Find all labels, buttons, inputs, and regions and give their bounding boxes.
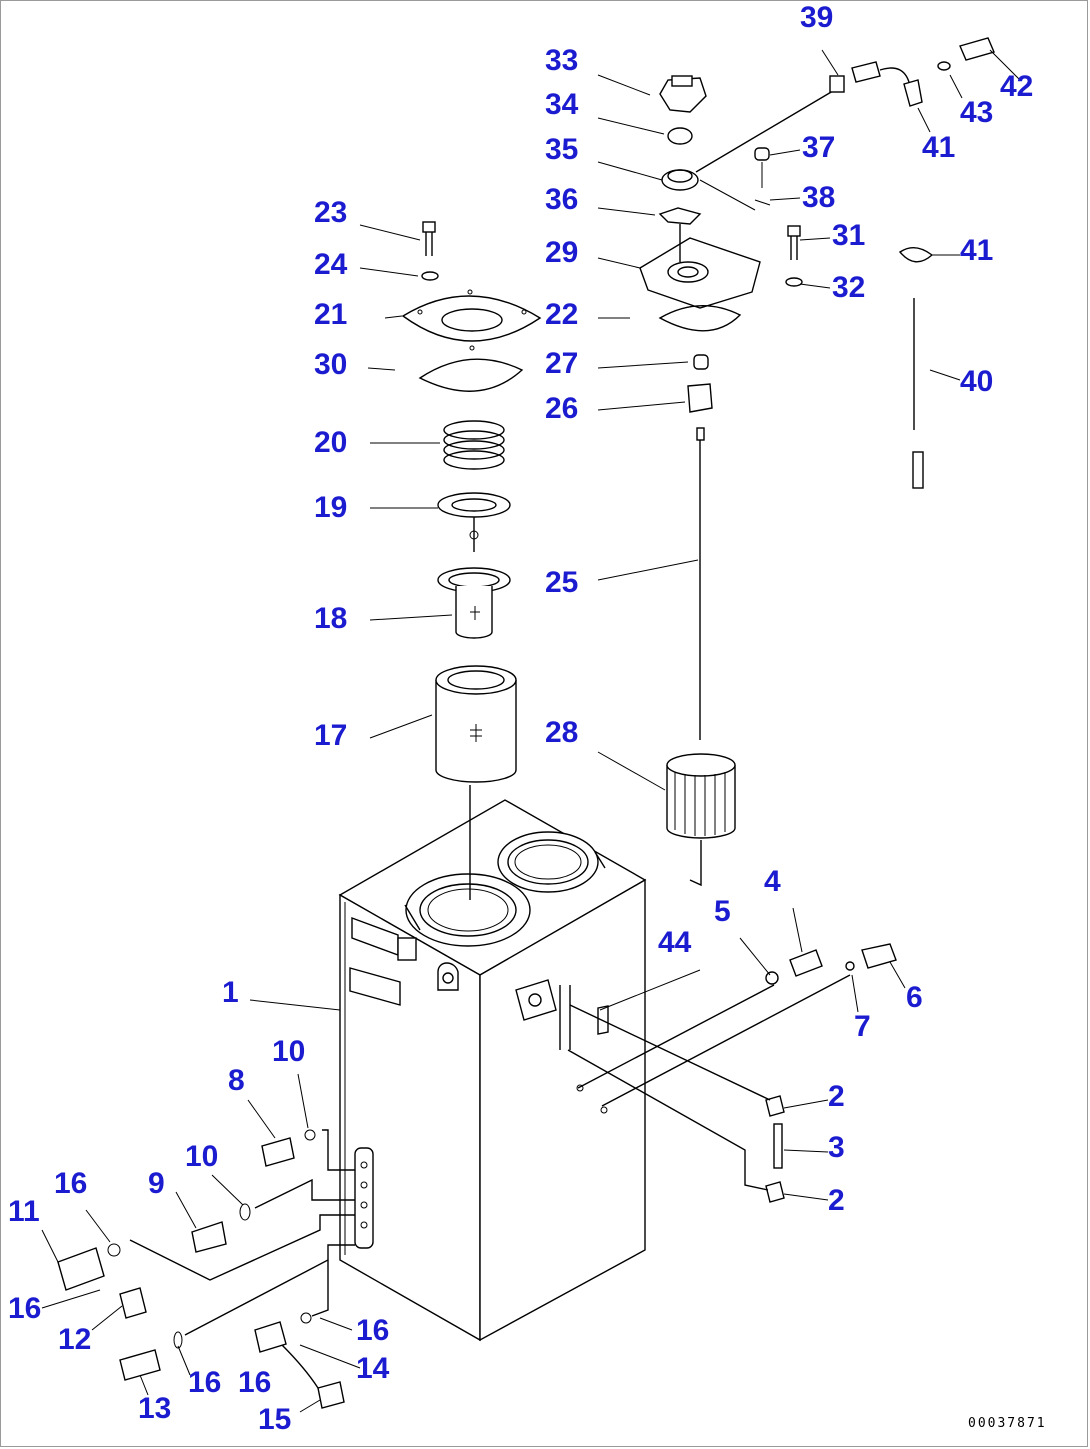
callout-25: 25 — [545, 566, 579, 599]
connector — [576, 943, 897, 1114]
callout-2: 2 — [828, 1184, 845, 1217]
callout-10: 10 — [272, 1035, 306, 1068]
plug — [699, 147, 771, 211]
leader-lines — [41, 49, 1021, 1413]
callout-42: 42 — [1000, 70, 1034, 103]
callout-12: 12 — [58, 1323, 92, 1356]
callout-1: 1 — [222, 976, 239, 1009]
breather-cap — [659, 75, 707, 113]
callout-35: 35 — [545, 133, 579, 166]
hydraulic-tank — [338, 799, 647, 1342]
callout-28: 28 — [545, 716, 579, 749]
drawing-number: 00037871 — [968, 1416, 1047, 1431]
callout-10: 10 — [185, 1140, 219, 1173]
callout-21: 21 — [314, 298, 348, 331]
callout-24: 24 — [314, 248, 348, 281]
spring — [443, 420, 505, 470]
callout-41: 41 — [960, 234, 994, 267]
sensor-clamp — [567, 1004, 785, 1203]
callout-38: 38 — [802, 181, 836, 214]
callout-27: 27 — [545, 347, 579, 380]
filter-element — [435, 665, 517, 900]
callout-14: 14 — [356, 1352, 390, 1385]
filter-cover — [401, 289, 542, 392]
callout-34: 34 — [545, 88, 579, 121]
breather-hose — [829, 37, 995, 489]
callout-4: 4 — [764, 865, 781, 898]
callout-29: 29 — [545, 236, 579, 269]
callout-23: 23 — [314, 196, 348, 229]
callout-15: 15 — [258, 1403, 292, 1436]
callout-16: 16 — [188, 1366, 222, 1399]
callout-16: 16 — [238, 1366, 272, 1399]
washer — [667, 127, 693, 145]
bolt — [421, 221, 439, 281]
callout-5: 5 — [714, 895, 731, 928]
callout-16: 16 — [8, 1292, 42, 1325]
callout-19: 19 — [314, 491, 348, 524]
bypass-valve — [437, 492, 511, 552]
callout-40: 40 — [960, 365, 994, 398]
oil-filler-neck — [661, 87, 839, 191]
callout-37: 37 — [802, 131, 836, 164]
callout-6: 6 — [906, 981, 923, 1014]
callout-11: 11 — [8, 1195, 40, 1228]
callout-32: 32 — [832, 271, 866, 304]
callout-41: 41 — [922, 131, 956, 164]
callout-13: 13 — [138, 1392, 172, 1425]
callout-16: 16 — [54, 1167, 88, 1200]
gasket — [658, 207, 702, 262]
callout-7: 7 — [854, 1010, 871, 1043]
callout-43: 43 — [960, 96, 994, 129]
callout-22: 22 — [545, 298, 579, 331]
callout-36: 36 — [545, 183, 579, 216]
callout-31: 31 — [832, 219, 866, 252]
callout-30: 30 — [314, 348, 348, 381]
cover-bolt — [785, 225, 803, 287]
callout-20: 20 — [314, 426, 348, 459]
callout-44: 44 — [658, 926, 692, 959]
callout-39: 39 — [800, 1, 834, 34]
callout-8: 8 — [228, 1064, 245, 1097]
callout-3: 3 — [828, 1131, 845, 1164]
callout-16: 16 — [356, 1314, 390, 1347]
level-gauge-rod — [687, 354, 713, 740]
callout-33: 33 — [545, 44, 579, 77]
temperature-sensor — [57, 1214, 355, 1409]
filter-basket — [437, 567, 511, 639]
strainer — [666, 753, 736, 887]
callout-9: 9 — [148, 1167, 165, 1200]
pressure-switch — [191, 1129, 355, 1253]
callout-17: 17 — [314, 719, 348, 752]
strainer-cover — [639, 237, 761, 332]
callout-26: 26 — [545, 392, 579, 425]
callout-18: 18 — [314, 602, 348, 635]
callout-2: 2 — [828, 1080, 845, 1113]
